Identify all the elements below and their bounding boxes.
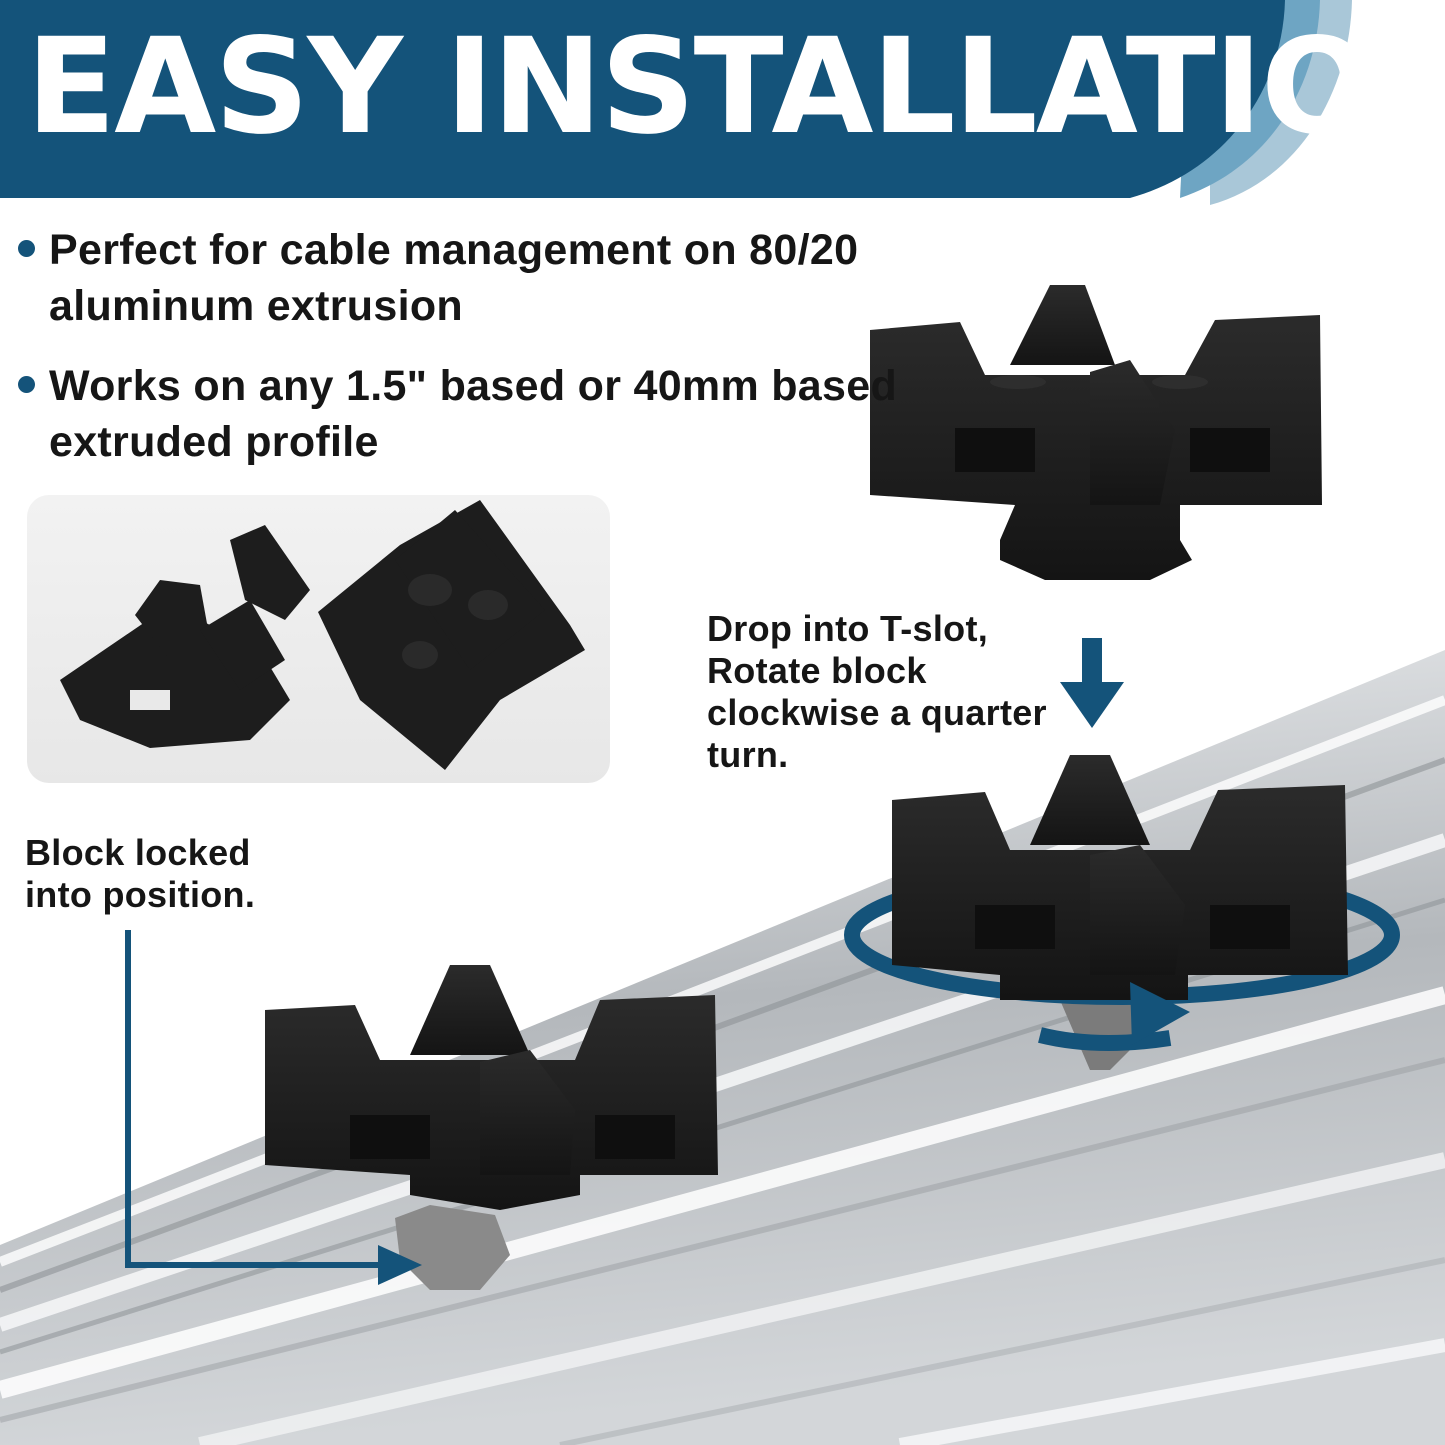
feature-text: Perfect for cable management on 80/20 al…	[49, 226, 859, 330]
bullet-dot-icon	[18, 376, 35, 393]
feature-item: Works on any 1.5" based or 40mm based ex…	[18, 358, 948, 470]
aluminum-rail	[0, 650, 1445, 1445]
header-banner	[0, 0, 1352, 205]
page-title: EASY INSTALLATION	[26, 10, 1445, 164]
locked-caption: Block locked into position.	[25, 832, 256, 915]
bullet-dot-icon	[18, 240, 35, 257]
elbow-arrow-icon	[125, 930, 422, 1285]
block-locked	[265, 965, 718, 1290]
feature-text: Works on any 1.5" based or 40mm based ex…	[49, 362, 898, 466]
block-rotating	[844, 755, 1400, 1070]
block-top	[870, 285, 1322, 580]
feature-list: Perfect for cable management on 80/20 al…	[18, 222, 948, 494]
down-arrow-icon	[1060, 638, 1124, 728]
feature-item: Perfect for cable management on 80/20 al…	[18, 222, 948, 334]
rotate-clockwise-arrow-icon	[1130, 982, 1190, 1045]
product-thumbnail	[27, 495, 610, 783]
drop-caption: Drop into T-slot, Rotate block clockwise…	[707, 608, 1047, 775]
